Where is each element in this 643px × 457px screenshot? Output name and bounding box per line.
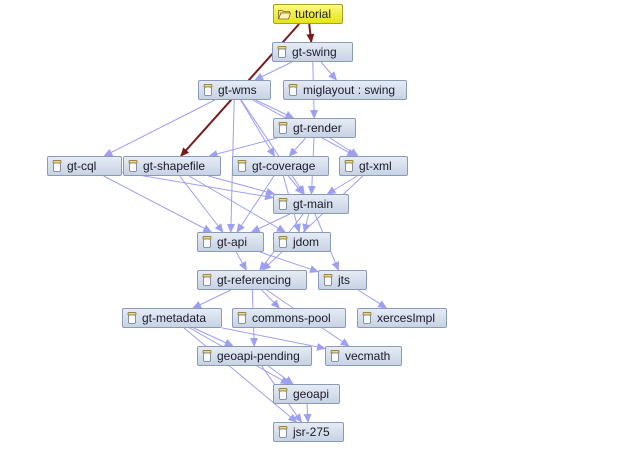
node-jsr-275[interactable]: jsr-275 bbox=[273, 422, 344, 442]
node-gt-referencing[interactable]: gt-referencing bbox=[197, 270, 307, 290]
node-label: jdom bbox=[293, 235, 320, 249]
jar-icon bbox=[203, 84, 213, 96]
node-geoapi[interactable]: geoapi bbox=[273, 384, 340, 404]
edge-gt-xml-to-gt-main bbox=[326, 175, 358, 195]
jar-icon bbox=[362, 312, 372, 324]
edge-gt-wms-to-gt-main bbox=[240, 99, 305, 195]
jar-icon bbox=[202, 236, 212, 248]
jar-icon bbox=[202, 350, 212, 362]
edge-gt-shapefile-to-gt-main bbox=[208, 175, 276, 196]
edge-gt-coverage-to-gt-main bbox=[288, 175, 304, 195]
edge-gt-referencing-to-commons-pool bbox=[261, 289, 280, 309]
jar-icon bbox=[237, 312, 247, 324]
node-label: gt-wms bbox=[218, 83, 257, 97]
node-gt-metadata[interactable]: gt-metadata bbox=[122, 308, 222, 328]
node-label: gt-metadata bbox=[142, 311, 207, 325]
jar-icon bbox=[278, 236, 288, 248]
jar-icon bbox=[277, 46, 287, 58]
jar-icon bbox=[330, 350, 340, 362]
jar-icon bbox=[52, 160, 62, 172]
node-label: miglayout : swing bbox=[303, 83, 396, 97]
edge-gt-main-to-jdom bbox=[302, 213, 311, 233]
edge-gt-main-to-gt-api bbox=[250, 213, 291, 233]
edge-gt-metadata-to-jsr-275 bbox=[183, 327, 298, 423]
edge-gt-swing-to-miglayout bbox=[320, 61, 338, 81]
jar-icon bbox=[278, 198, 288, 210]
edge-layer bbox=[103, 23, 388, 423]
edge-gt-api-to-jts bbox=[259, 251, 319, 273]
jar-icon bbox=[278, 122, 288, 134]
node-xercesimpl[interactable]: xercesImpl bbox=[357, 308, 447, 328]
edge-gt-coverage-to-gt-api bbox=[236, 175, 275, 233]
node-geoapi-pending[interactable]: geoapi-pending bbox=[197, 346, 312, 366]
edge-gt-metadata-to-vecmath bbox=[221, 327, 326, 351]
edge-geoapi-to-jsr-275 bbox=[303, 403, 312, 423]
jar-icon bbox=[323, 274, 333, 286]
edge-gt-shapefile-to-jdom bbox=[188, 175, 286, 233]
node-gt-xml[interactable]: gt-xml bbox=[339, 156, 408, 176]
node-gt-render[interactable]: gt-render bbox=[273, 118, 356, 138]
node-label: gt-api bbox=[217, 235, 248, 249]
node-label: vecmath bbox=[345, 349, 391, 363]
edge-gt-xml-to-gt-referencing bbox=[261, 175, 364, 271]
node-label: gt-cql bbox=[67, 159, 97, 173]
node-label: geoapi-pending bbox=[217, 349, 300, 363]
edge-jts-to-xercesimpl bbox=[357, 289, 388, 309]
node-label: gt-referencing bbox=[217, 273, 292, 287]
jar-icon bbox=[127, 312, 137, 324]
edge-gt-wms-to-gt-coverage bbox=[240, 99, 275, 157]
edge-geoapi-pending-to-geoapi bbox=[267, 365, 294, 385]
edge-gt-render-to-gt-xml bbox=[329, 137, 359, 157]
jar-icon bbox=[344, 160, 354, 172]
node-gt-shapefile[interactable]: gt-shapefile bbox=[123, 156, 221, 176]
edge-gt-api-to-gt-referencing bbox=[235, 251, 247, 271]
node-label: jsr-275 bbox=[293, 425, 330, 439]
jar-icon bbox=[202, 274, 212, 286]
jar-icon bbox=[278, 388, 288, 400]
edge-gt-cql-to-gt-main bbox=[121, 171, 274, 201]
node-gt-swing[interactable]: gt-swing bbox=[272, 42, 353, 62]
edge-gt-metadata-to-geoapi-pending bbox=[193, 327, 234, 347]
jar-icon bbox=[237, 160, 247, 172]
node-commons-pool[interactable]: commons-pool bbox=[232, 308, 346, 328]
edge-gt-wms-to-gt-cql bbox=[103, 99, 216, 157]
node-tutorial[interactable]: tutorial bbox=[273, 4, 343, 24]
open-folder-icon bbox=[278, 9, 291, 19]
node-label: gt-swing bbox=[292, 45, 337, 59]
node-label: gt-main bbox=[293, 197, 334, 211]
node-label: gt-render bbox=[293, 121, 342, 135]
node-label: commons-pool bbox=[252, 311, 331, 325]
node-label: gt-shapefile bbox=[143, 159, 206, 173]
node-label: xercesImpl bbox=[377, 311, 436, 325]
jar-icon bbox=[278, 426, 288, 438]
node-label: tutorial bbox=[295, 7, 332, 21]
node-gt-main[interactable]: gt-main bbox=[273, 194, 349, 214]
node-label: gt-coverage bbox=[252, 159, 316, 173]
edge-gt-cql-to-gt-api bbox=[103, 175, 213, 233]
edge-gt-render-to-gt-coverage bbox=[288, 137, 306, 157]
edge-gt-wms-to-gt-render bbox=[255, 99, 295, 119]
node-gt-api[interactable]: gt-api bbox=[197, 232, 264, 252]
edge-gt-shapefile-to-gt-api bbox=[179, 175, 224, 233]
node-label: jts bbox=[338, 273, 350, 287]
node-jdom[interactable]: jdom bbox=[273, 232, 331, 252]
node-gt-wms[interactable]: gt-wms bbox=[198, 80, 271, 100]
edge-gt-swing-to-gt-wms bbox=[254, 61, 293, 81]
node-gt-cql[interactable]: gt-cql bbox=[47, 156, 122, 176]
jar-icon bbox=[128, 160, 138, 172]
edge-tutorial-to-gt-swing bbox=[306, 23, 315, 43]
node-gt-coverage[interactable]: gt-coverage bbox=[232, 156, 329, 176]
edge-gt-referencing-to-gt-metadata bbox=[192, 289, 232, 309]
node-label: geoapi bbox=[293, 387, 330, 401]
jar-icon bbox=[288, 84, 298, 96]
edge-gt-render-to-gt-shapefile bbox=[208, 137, 278, 158]
node-jts[interactable]: jts bbox=[318, 270, 367, 290]
node-vecmath[interactable]: vecmath bbox=[325, 346, 402, 366]
node-miglayout-swing[interactable]: miglayout : swing bbox=[283, 80, 407, 100]
node-label: gt-xml bbox=[359, 159, 392, 173]
